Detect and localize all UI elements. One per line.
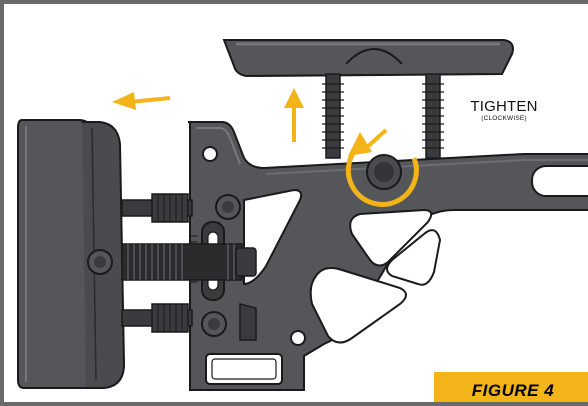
length-of-pull-rods [121, 193, 257, 341]
cheek-rest [222, 39, 514, 78]
up-arrow [284, 88, 304, 142]
tighten-direction: (CLOCKWISE) [481, 115, 527, 122]
tighten-instruction: TIGHTEN (CLOCKWISE) [449, 99, 559, 123]
clockwise-arrow [345, 128, 419, 207]
cheek-rest-lock-knob [366, 154, 402, 190]
left-arrow [112, 92, 171, 110]
figure-number-badge: FIGURE 4 [434, 372, 588, 402]
stock-frame [188, 121, 588, 391]
tighten-label: TIGHTEN [470, 98, 538, 115]
adjustment-knobs [87, 194, 241, 337]
stock-adjustment-diagram [17, 39, 588, 391]
